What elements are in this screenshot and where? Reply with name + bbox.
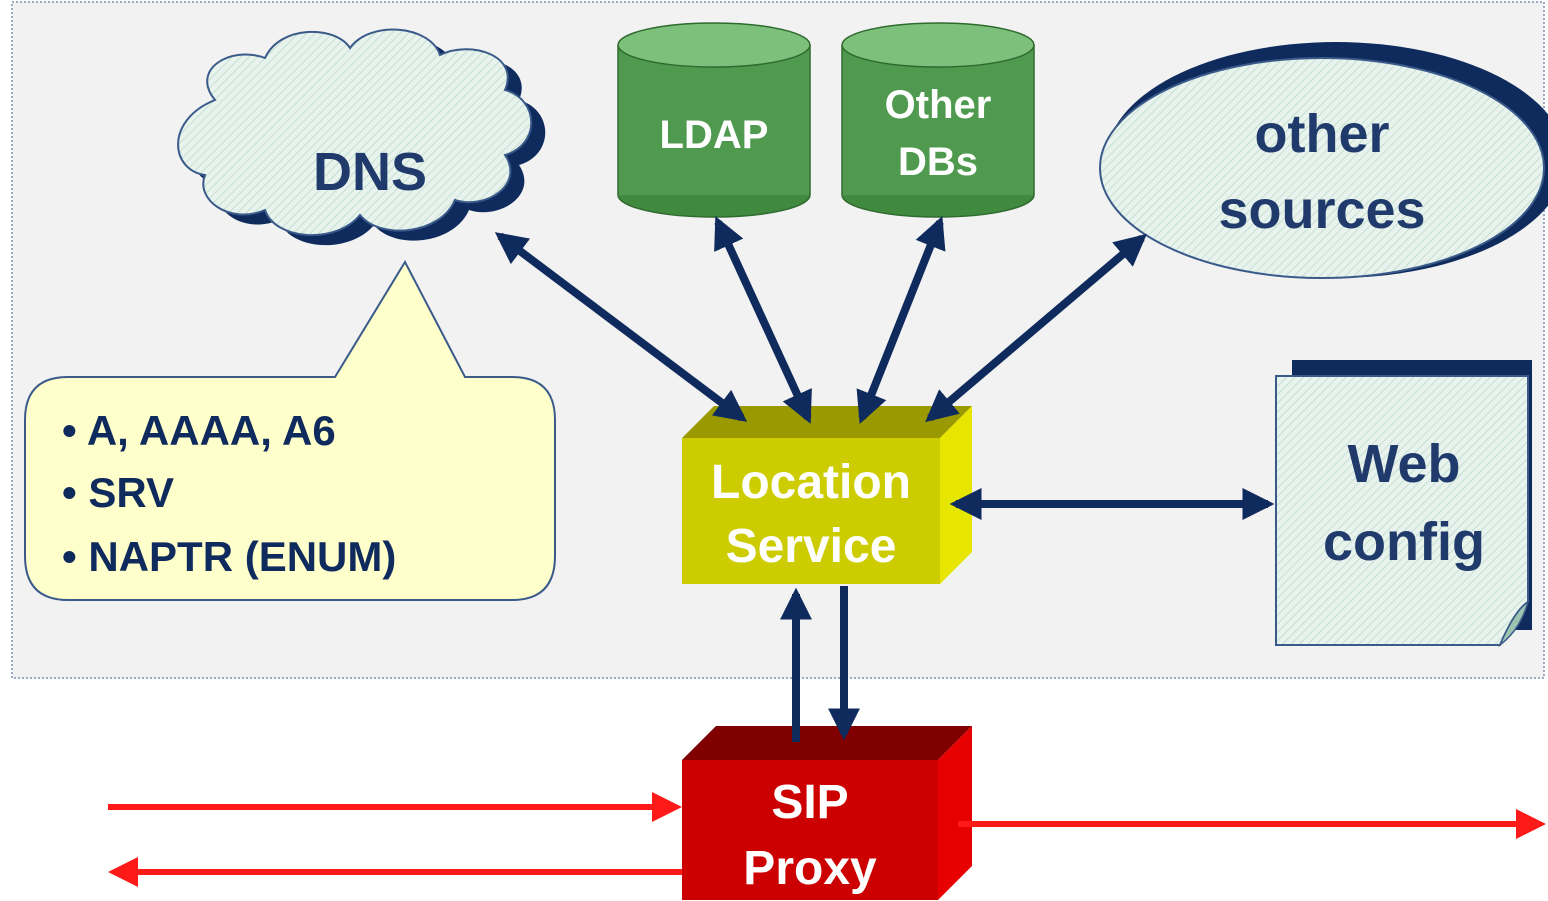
- navy-arrows: [494, 216, 1275, 742]
- location-service-box: Location Service: [682, 406, 972, 584]
- sip-proxy-label-line1: SIP: [771, 776, 848, 829]
- web-config-label-line1: Web: [1347, 434, 1460, 494]
- dns-cloud: DNS: [177, 28, 546, 246]
- sip-proxy-box: SIP Proxy: [682, 726, 972, 900]
- arrow-dns-location: [494, 232, 748, 422]
- location-service-label-line2: Service: [726, 520, 897, 573]
- arrow-othersources-location: [925, 233, 1147, 423]
- callout-item-naptr: • NAPTR (ENUM): [62, 533, 396, 580]
- other-sources-label-line2: sources: [1218, 180, 1425, 240]
- other-sources-label-line1: other: [1255, 104, 1390, 164]
- location-service-label-line1: Location: [711, 456, 911, 509]
- ldap-label: LDAP: [660, 113, 769, 157]
- dns-label: DNS: [313, 142, 427, 202]
- web-config-document: Web config: [1275, 360, 1532, 648]
- callout-item-a-records: • A, AAAA, A6: [62, 407, 336, 454]
- arrow-ldap-location: [714, 216, 812, 424]
- other-dbs-label-line2: DBs: [898, 140, 978, 184]
- red-arrows: [108, 792, 1546, 887]
- ldap-database: LDAP: [617, 22, 811, 218]
- callout-item-srv: • SRV: [62, 469, 174, 516]
- web-config-label-line2: config: [1323, 512, 1485, 572]
- sip-proxy-label-line2: Proxy: [743, 842, 877, 895]
- other-dbs-label-line1: Other: [885, 83, 992, 127]
- other-sources-ellipse: other sources: [1099, 42, 1548, 279]
- dns-record-types-callout: • A, AAAA, A6 • SRV • NAPTR (ENUM): [24, 259, 556, 601]
- other-dbs-database: Other DBs: [841, 22, 1035, 218]
